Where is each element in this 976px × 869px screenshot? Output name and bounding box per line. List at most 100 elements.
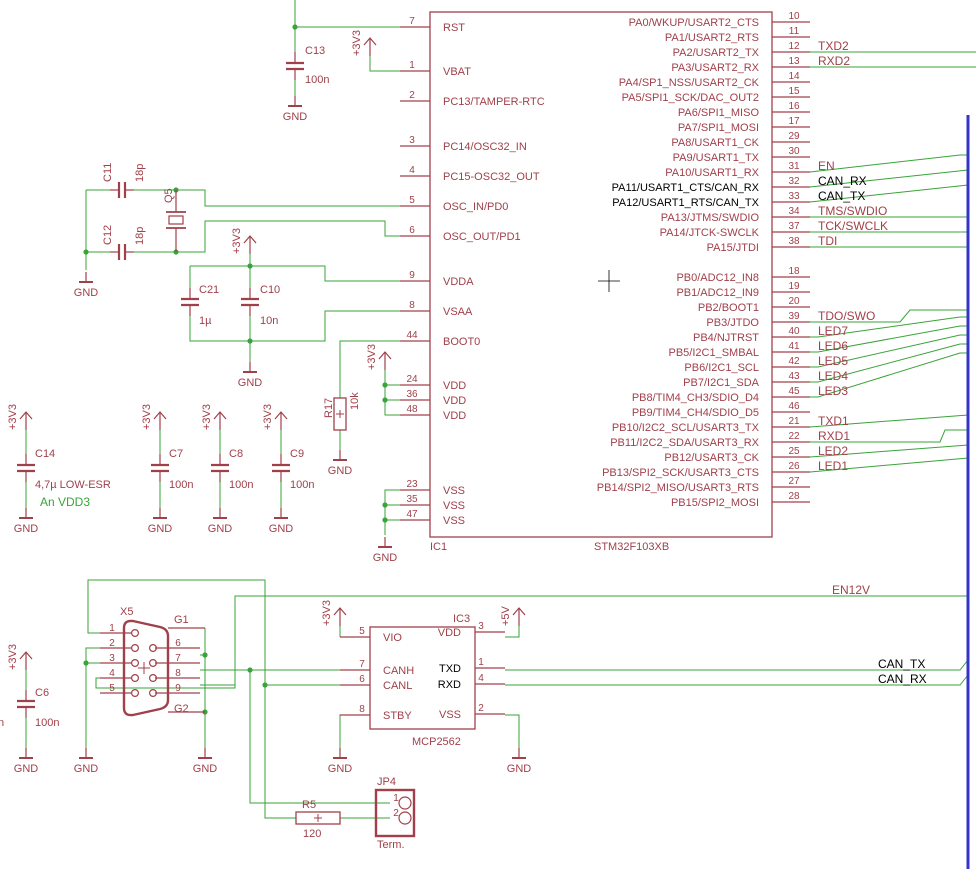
c6-name: C6 xyxy=(35,687,49,699)
ic1-right-pin-name: PB8/TIM4_CH3/SDIO_D4 xyxy=(632,392,759,404)
ic1-right-pin-number: 45 xyxy=(788,386,800,397)
ic1-left-pin-name: VBAT xyxy=(443,66,471,78)
ic1-right-pin-number: 14 xyxy=(788,71,800,82)
jp4-pin-number: 2 xyxy=(393,808,399,819)
wire-vbat xyxy=(369,56,400,72)
x5-pin-dot xyxy=(131,688,140,697)
c14-gnd: GND xyxy=(14,523,39,535)
net-label-can-rx: CAN_RX xyxy=(878,672,927,686)
net-label: LED4 xyxy=(818,369,848,383)
ic1-left-pin-number: 48 xyxy=(406,404,418,415)
r17-gnd: GND xyxy=(328,465,353,477)
ic1-right-pin-number: 43 xyxy=(788,371,800,382)
ic1-left-pin-name: VSS xyxy=(443,485,465,497)
ic1-right-pin-name: PB10/I2C2_SCL/USART3_TX xyxy=(612,422,760,434)
ic1-left-pin-name: VDD xyxy=(443,410,466,422)
r5-body xyxy=(295,811,341,825)
r5-name: R5 xyxy=(302,799,316,811)
ic1-left-pin-name: PC13/TAMPER-RTC xyxy=(443,96,545,108)
ic3-name: IC3 xyxy=(453,613,470,625)
net-label: RXD2 xyxy=(818,54,850,68)
vdda-supply: +3V3 xyxy=(231,228,243,254)
c21-value: 1µ xyxy=(199,315,212,327)
osc-gnd: GND xyxy=(74,287,99,299)
ic3-pin-name: CANH xyxy=(383,665,414,677)
ic1-right-pin-name: PA15/JTDI xyxy=(707,242,759,254)
c21-name: C21 xyxy=(199,284,219,296)
x5-pin-dot xyxy=(131,673,140,682)
vdd-supply: +3V3 xyxy=(366,344,378,370)
junction-dot xyxy=(382,502,388,508)
x5-pin-number: 1 xyxy=(109,623,115,634)
ic3-pin-name: VSS xyxy=(439,709,461,721)
x5-pin-dot xyxy=(131,643,140,652)
c10-value: 10n xyxy=(260,315,278,327)
wire-vdd-main xyxy=(384,370,400,416)
ic1-left-pin-number: 47 xyxy=(406,509,418,520)
net-wire-led xyxy=(810,316,968,338)
c13-name: C13 xyxy=(305,45,325,57)
c9-value: 100n xyxy=(290,479,314,491)
ic1-left-pin-name: VSS xyxy=(443,500,465,512)
ic1-right-pin-name: PB11/I2C2_SDA/USART3_RX xyxy=(610,437,759,449)
ic1-right-pin-name: PA8/USART1_CK xyxy=(671,137,759,149)
ic1-left-pin-name: VDD xyxy=(443,380,466,392)
ic1-right-pin-number: 42 xyxy=(788,356,800,367)
ic1-right-pin-number: 22 xyxy=(788,431,800,442)
ic1-left-pin-number: 24 xyxy=(406,374,418,385)
ic1-right-pin-name: PA6/SPI1_MISO xyxy=(678,107,760,119)
ic3-pin-number: 5 xyxy=(359,626,365,637)
ic1-right-pin-number: 34 xyxy=(788,206,800,217)
x5-shell xyxy=(122,619,170,717)
c12-value: 18p xyxy=(134,227,146,245)
supply-arrow xyxy=(274,411,288,420)
ic1-left-pin-number: 4 xyxy=(409,165,415,176)
net-label: LED3 xyxy=(818,384,848,398)
x5-pin-number: 4 xyxy=(109,668,115,679)
net-wire-txd1 xyxy=(809,414,969,428)
part-layer xyxy=(17,11,970,869)
ic3-pin-name: RXD xyxy=(438,679,461,691)
ic1-right-pin-name: PB1/ADC12_IN9 xyxy=(676,287,759,299)
ic1-right-pin-name: PB6/I2C1_SCL xyxy=(684,362,759,374)
c9-supply: +3V3 xyxy=(262,404,274,430)
ic1-right-pin-name: PB2/BOOT1 xyxy=(698,302,759,314)
junction-dot xyxy=(382,397,388,403)
ic1-right-pin-name: PA11/USART1_CTS/CAN_RX xyxy=(612,182,760,194)
c7-value: 100n xyxy=(169,479,193,491)
ic1-right-pin-name: PA5/SPI1_SCK/DAC_OUT2 xyxy=(622,92,759,104)
supply-arrow xyxy=(19,651,33,660)
ic1-right-pin-number: 39 xyxy=(788,311,800,322)
wire-osc-out xyxy=(176,220,400,253)
net-label-can-tx: CAN_TX xyxy=(878,657,925,671)
ic1-right-pin-name: PA4/SP1_NSS/USART2_CK xyxy=(619,77,760,89)
x5-pin-dot xyxy=(131,628,140,637)
c13-value: 100n xyxy=(305,74,329,86)
ic1-body xyxy=(429,11,773,538)
ic3-vio-supply: +3V3 xyxy=(321,600,333,626)
ic1-right-pin-name: PB3/JTDO xyxy=(706,317,759,329)
ic1-left-pin-name: PC14/OSC32_IN xyxy=(443,141,527,153)
junction-dot xyxy=(83,249,89,255)
junction-dot xyxy=(382,517,388,523)
jp4-pin-number: 1 xyxy=(393,793,399,804)
wire-rst xyxy=(294,0,400,28)
c8-name: C8 xyxy=(229,448,243,460)
net-label: LED7 xyxy=(818,324,848,338)
ic1-right-pin-name: PA3/USART2_RX xyxy=(671,62,759,74)
ic1-right-pin-name: PA14/JTCK-SWCLK xyxy=(660,227,760,239)
ic1-left-pin-number: 44 xyxy=(406,330,418,341)
net-label: CAN_TX xyxy=(818,189,865,203)
ic1-left-pin-number: 8 xyxy=(409,300,415,311)
c11-value: 18p xyxy=(134,164,146,182)
supply-arrow xyxy=(243,235,257,244)
ic1-right-pin-number: 17 xyxy=(788,116,800,127)
ic3-pin-number: 7 xyxy=(359,659,365,670)
ic1-right-pin-number: 15 xyxy=(788,86,800,97)
ic1-left-pin-name: VSS xyxy=(443,515,465,527)
ic3-pin-number: 1 xyxy=(478,657,484,668)
c9-gnd: GND xyxy=(269,523,294,535)
ic3-stby-gnd: GND xyxy=(328,763,353,775)
